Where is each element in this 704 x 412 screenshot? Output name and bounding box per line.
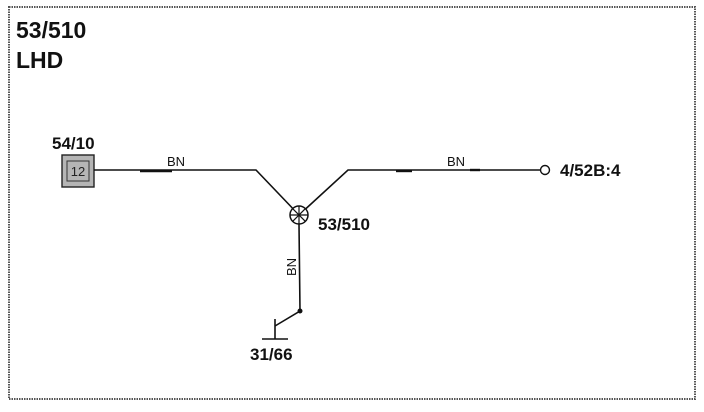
wire-color-left: BN xyxy=(167,154,185,169)
ground-icon xyxy=(262,319,288,340)
ground-label: 31/66 xyxy=(250,345,293,364)
connector-54-10: 12 xyxy=(61,154,95,188)
terminal-label: 4/52B:4 xyxy=(560,161,621,180)
terminal-ring-icon xyxy=(539,164,551,176)
wire-color-down: BN xyxy=(284,258,299,276)
splice-label: 53/510 xyxy=(318,215,370,234)
connector-pin-box xyxy=(66,160,90,182)
connector-label: 54/10 xyxy=(52,134,95,153)
wire-right xyxy=(298,169,540,216)
diagram-subtitle: LHD xyxy=(16,47,63,73)
diagram-frame xyxy=(8,6,696,400)
wire-left xyxy=(94,169,300,216)
diagram-title: 53/510 xyxy=(16,17,86,43)
connector-pin-number: 12 xyxy=(71,164,85,179)
splice-icon xyxy=(289,205,309,225)
wire-color-right: BN xyxy=(447,154,465,169)
wire-junction-dot xyxy=(297,308,303,314)
